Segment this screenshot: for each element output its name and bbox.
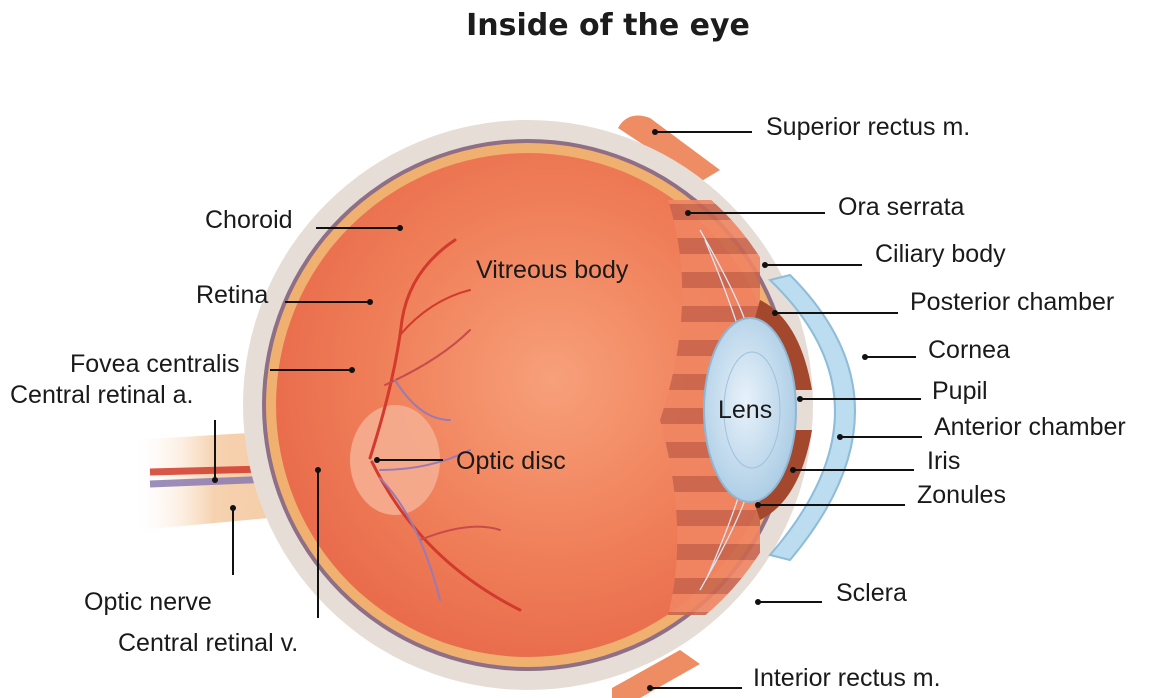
label-fovea-centralis: Fovea centralis bbox=[70, 350, 240, 378]
label-anterior-chamber: Anterior chamber bbox=[934, 413, 1126, 441]
label-choroid: Choroid bbox=[205, 206, 293, 234]
label-posterior-chamber: Posterior chamber bbox=[910, 288, 1114, 316]
label-sclera: Sclera bbox=[836, 579, 907, 607]
label-lens: Lens bbox=[718, 396, 772, 424]
label-cornea: Cornea bbox=[928, 336, 1010, 364]
label-ora-serrata: Ora serrata bbox=[838, 193, 965, 221]
label-retina: Retina bbox=[196, 281, 268, 309]
label-zonules: Zonules bbox=[917, 481, 1006, 509]
label-central-retinal-a: Central retinal a. bbox=[10, 381, 193, 409]
label-optic-disc: Optic disc bbox=[456, 447, 566, 475]
label-superior-rectus: Superior rectus m. bbox=[766, 113, 970, 141]
label-ciliary-body: Ciliary body bbox=[875, 240, 1006, 268]
label-interior-rectus: Interior rectus m. bbox=[753, 664, 941, 692]
label-optic-nerve: Optic nerve bbox=[84, 588, 212, 616]
label-pupil: Pupil bbox=[932, 377, 988, 405]
label-vitreous-body: Vitreous body bbox=[476, 256, 629, 284]
label-iris: Iris bbox=[927, 447, 960, 475]
label-central-retinal-v: Central retinal v. bbox=[118, 629, 298, 657]
